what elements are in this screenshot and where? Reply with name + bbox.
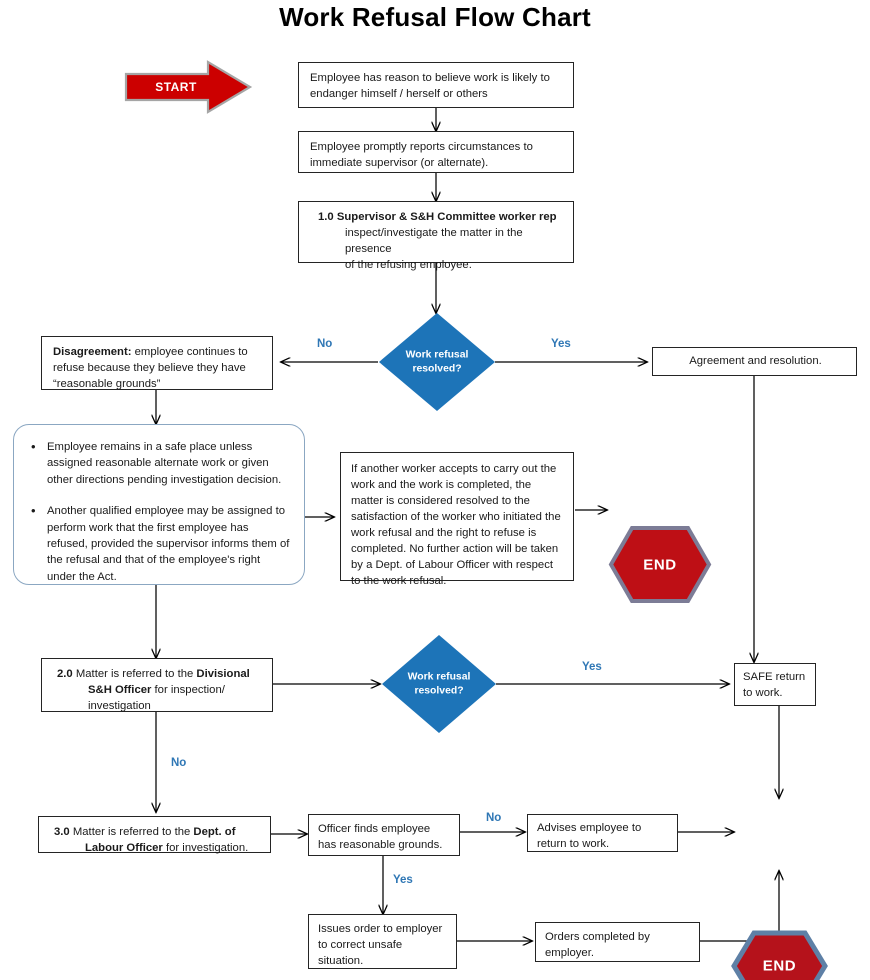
box-step-3-number: 3.0 bbox=[54, 826, 70, 838]
end-hexagon-shape-top bbox=[608, 526, 712, 603]
box-step-1-line3: of the refusing employee. bbox=[345, 259, 472, 272]
box-step-3-pre: Matter is referred to the bbox=[72, 826, 191, 838]
edge-label-decision2-yes: Yes bbox=[582, 661, 602, 673]
box-step-2-bold2: S&H Officer bbox=[88, 684, 152, 697]
box-step-3-bold2: Labour Officer bbox=[85, 842, 163, 855]
box-step-3: 3.0 Matter is referred to the Dept. of L… bbox=[38, 816, 271, 855]
box-advises-return-to-work: Advises employee to return to work. bbox=[527, 814, 678, 852]
box-employee-reports-line2: immediate supervisor (or alternate). bbox=[310, 157, 489, 170]
box-issues-order-line2: to correct unsafe bbox=[318, 939, 403, 952]
box-issues-order-line3: situation. bbox=[318, 955, 364, 968]
safe-place-bullet-1: Employee remains in a safe place unless … bbox=[31, 438, 290, 488]
box-advises-line2: return to work. bbox=[537, 838, 610, 851]
edge-label-officer-no: No bbox=[486, 812, 502, 824]
decision-work-refusal-resolved-1: Work refusal resolved? bbox=[379, 313, 495, 411]
box-disagreement-line1: employee continues to bbox=[134, 346, 248, 358]
box-step-2-line3: investigation bbox=[88, 700, 151, 713]
box-step-1-line2: inspect/investigate the matter in the pr… bbox=[345, 227, 523, 256]
edge-label-decision1-no: No bbox=[317, 338, 333, 350]
decision-diamond-shape-2 bbox=[382, 635, 496, 733]
start-arrow-shape bbox=[124, 60, 253, 114]
box-step-2-post: for inspection/ bbox=[154, 684, 225, 697]
box-employee-reports-line1: Employee promptly reports circumstances … bbox=[310, 141, 533, 153]
box-step-2: 2.0 Matter is referred to the Divisional… bbox=[41, 658, 273, 712]
edge-label-decision2-no: No bbox=[171, 757, 187, 769]
box-employee-reports: Employee promptly reports circumstances … bbox=[298, 131, 574, 173]
box-step-3-bold1: Dept. of bbox=[193, 826, 236, 838]
box-employee-belief: Employee has reason to believe work is l… bbox=[298, 62, 574, 108]
box-safe-return-line2: to work. bbox=[743, 687, 783, 700]
box-disagreement-bold: Disagreement: bbox=[53, 346, 132, 358]
edge-label-decision1-yes: Yes bbox=[551, 338, 571, 350]
decision-work-refusal-resolved-2: Work refusal resolved? bbox=[382, 635, 496, 733]
box-agreement-resolution-text: Agreement and resolution. bbox=[689, 355, 822, 368]
page-title: Work Refusal Flow Chart bbox=[279, 2, 591, 32]
box-officer-finds-line2: has reasonable grounds. bbox=[318, 839, 443, 852]
box-agreement-resolution: Agreement and resolution. bbox=[652, 347, 857, 376]
edge-label-officer-yes: Yes bbox=[393, 874, 413, 886]
box-step-2-pre: Matter is referred to the bbox=[75, 668, 194, 680]
box-step-2-bold1: Divisional bbox=[196, 668, 250, 680]
box-issues-order: Issues order to employer to correct unsa… bbox=[308, 914, 457, 969]
box-orders-completed-line1: Orders completed by bbox=[545, 931, 650, 943]
box-another-worker-accepts: If another worker accepts to carry out t… bbox=[340, 452, 574, 587]
end-node-bottom: END bbox=[731, 930, 828, 980]
start-node: START bbox=[122, 60, 254, 114]
end-node-top: END bbox=[608, 525, 712, 604]
box-employee-belief-line2: endanger himself / herself or others bbox=[310, 88, 488, 101]
box-orders-completed: Orders completed by employer. bbox=[535, 922, 700, 962]
box-officer-finds-grounds: Officer finds employee has reasonable gr… bbox=[308, 814, 460, 856]
box-employee-belief-line1: Employee has reason to believe work is l… bbox=[310, 72, 550, 84]
box-step-1-bold: Supervisor & S&H Committee worker rep bbox=[336, 211, 557, 223]
box-disagreement: Disagreement: employee continues to refu… bbox=[41, 336, 273, 390]
box-officer-finds-line1: Officer finds employee bbox=[318, 823, 431, 835]
box-another-worker-accepts-text: If another worker accepts to carry out t… bbox=[351, 463, 561, 588]
box-disagreement-line3: “reasonable grounds” bbox=[53, 378, 161, 391]
box-step-1: 1.0 Supervisor & S&H Committee worker re… bbox=[298, 201, 574, 271]
box-step-1-number: 1.0 bbox=[318, 211, 334, 223]
end-hexagon-shape-bottom bbox=[731, 930, 828, 980]
decision-diamond-shape-1 bbox=[379, 313, 495, 411]
box-orders-completed-line2: employer. bbox=[545, 947, 594, 960]
box-step-2-number: 2.0 bbox=[57, 668, 73, 680]
box-safe-place-conditions: Employee remains in a safe place unless … bbox=[13, 424, 305, 585]
safe-place-bullet-2: Another qualified employee may be assign… bbox=[31, 502, 290, 585]
box-issues-order-line1: Issues order to employer bbox=[318, 923, 443, 935]
box-advises-line1: Advises employee to bbox=[537, 822, 642, 834]
safe-place-bullet-list: Employee remains in a safe place unless … bbox=[28, 438, 290, 585]
box-safe-return-line1: SAFE return bbox=[743, 671, 806, 683]
box-disagreement-line2: refuse because they believe they have bbox=[53, 362, 246, 375]
box-step-3-post: for investigation. bbox=[165, 842, 249, 855]
box-safe-return-to-work: SAFE return to work. bbox=[734, 663, 816, 706]
